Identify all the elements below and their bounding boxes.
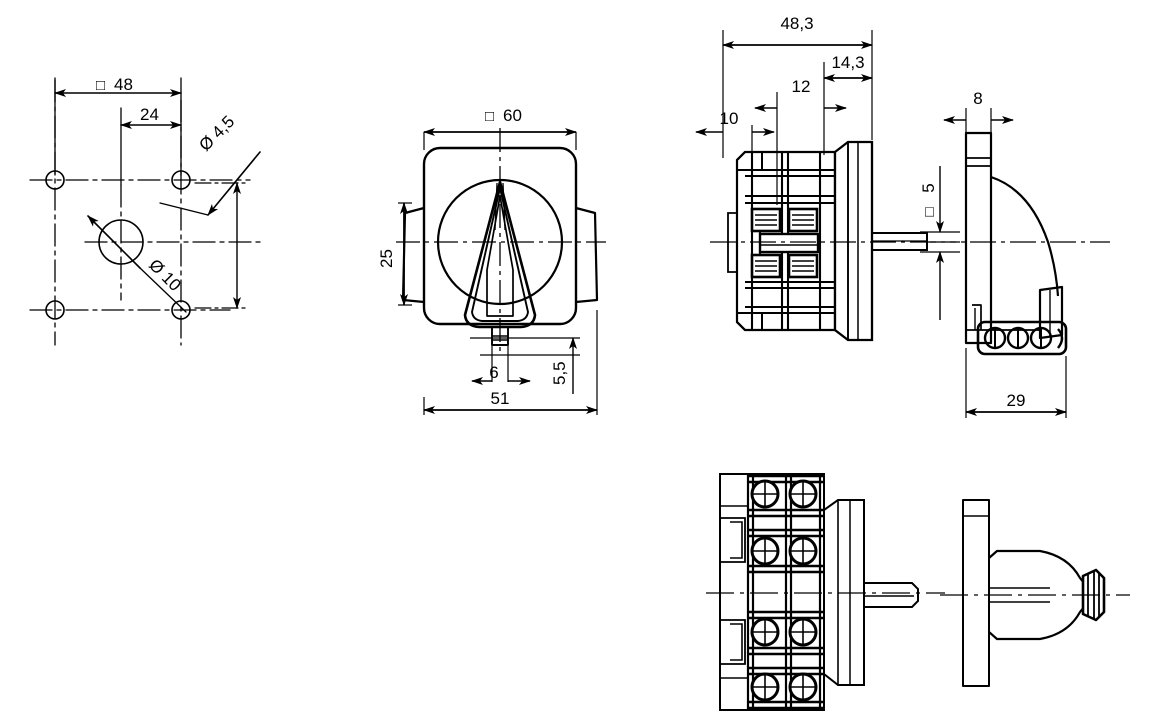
rear-screw-2 (788, 479, 818, 509)
contact-block-4 (787, 253, 819, 279)
rear-screw-8 (788, 672, 818, 702)
dim-label-51: 51 (491, 389, 510, 408)
rear-screw-4 (788, 536, 818, 566)
dim-label-60-square-symbol: □ (485, 108, 494, 125)
dim-label-5-square-symbol: □ (921, 207, 938, 216)
rear-screw-6 (788, 617, 818, 647)
view-side-section (695, 30, 960, 342)
view-front (396, 128, 606, 415)
front-plate-lug-right (575, 206, 599, 304)
mounting-flange (833, 140, 874, 342)
rear-screw-7 (750, 672, 780, 702)
body-notch-top (736, 151, 763, 171)
contact-block-3 (750, 253, 782, 279)
rear-bracket-lower (720, 619, 746, 665)
leader-dia-10 (87, 215, 141, 269)
handle-profile-curve (990, 175, 1060, 297)
handle-rib (486, 195, 514, 317)
dim-label-5-5: 5,5 (550, 361, 569, 385)
rear-screw-5 (750, 617, 780, 647)
front-centrelines (396, 128, 606, 355)
terminal-block (976, 320, 1068, 356)
handle-plate (962, 499, 990, 687)
mounting-hole-bottom-right (171, 300, 191, 320)
dim-label-14-3: 14,3 (831, 53, 864, 72)
body-notch-bottom (736, 312, 763, 331)
dim-label-10-side: 10 (720, 109, 739, 128)
contact-block-1 (750, 207, 782, 233)
dim-label-24: 24 (140, 105, 159, 124)
dim-label-48: 48 (114, 75, 133, 94)
shaft-hole-centre (98, 219, 144, 265)
dim-label-48-square-symbol: □ (96, 77, 105, 94)
dim-label-25: 25 (377, 249, 396, 268)
view-panel-cutout (29, 77, 261, 346)
handle-slot (494, 182, 506, 231)
view-right-side (920, 108, 1110, 418)
dim-label-12: 12 (792, 77, 811, 96)
mounting-hole-bottom-left (45, 300, 65, 320)
rear-verticals (746, 474, 822, 710)
handle-inner-slot (989, 587, 1050, 603)
dim-label-8: 8 (973, 89, 982, 108)
rear-terminal-screws (750, 479, 818, 702)
dim-label-29: 29 (1007, 391, 1026, 410)
rear-bracket-upper (720, 517, 746, 563)
dim-label-5: 5 (919, 183, 938, 192)
dim-label-48-3: 48,3 (780, 14, 813, 33)
rear-screw-1 (750, 479, 780, 509)
rear-shaft (864, 582, 919, 608)
terminal-screws (983, 326, 1064, 350)
contact-block-group (750, 207, 820, 279)
view-rear-terminals (706, 473, 945, 711)
view-handle-profile (940, 499, 1130, 687)
dim-label-60: 60 (503, 106, 522, 125)
rotor-bar (758, 232, 820, 254)
dim-label-6: 6 (489, 363, 498, 382)
rear-screw-3 (750, 536, 780, 566)
lower-bracket (972, 304, 982, 330)
terminal-screw-4 (1057, 328, 1064, 349)
rear-terminal-bands (748, 474, 824, 710)
contact-block-2 (787, 207, 819, 233)
